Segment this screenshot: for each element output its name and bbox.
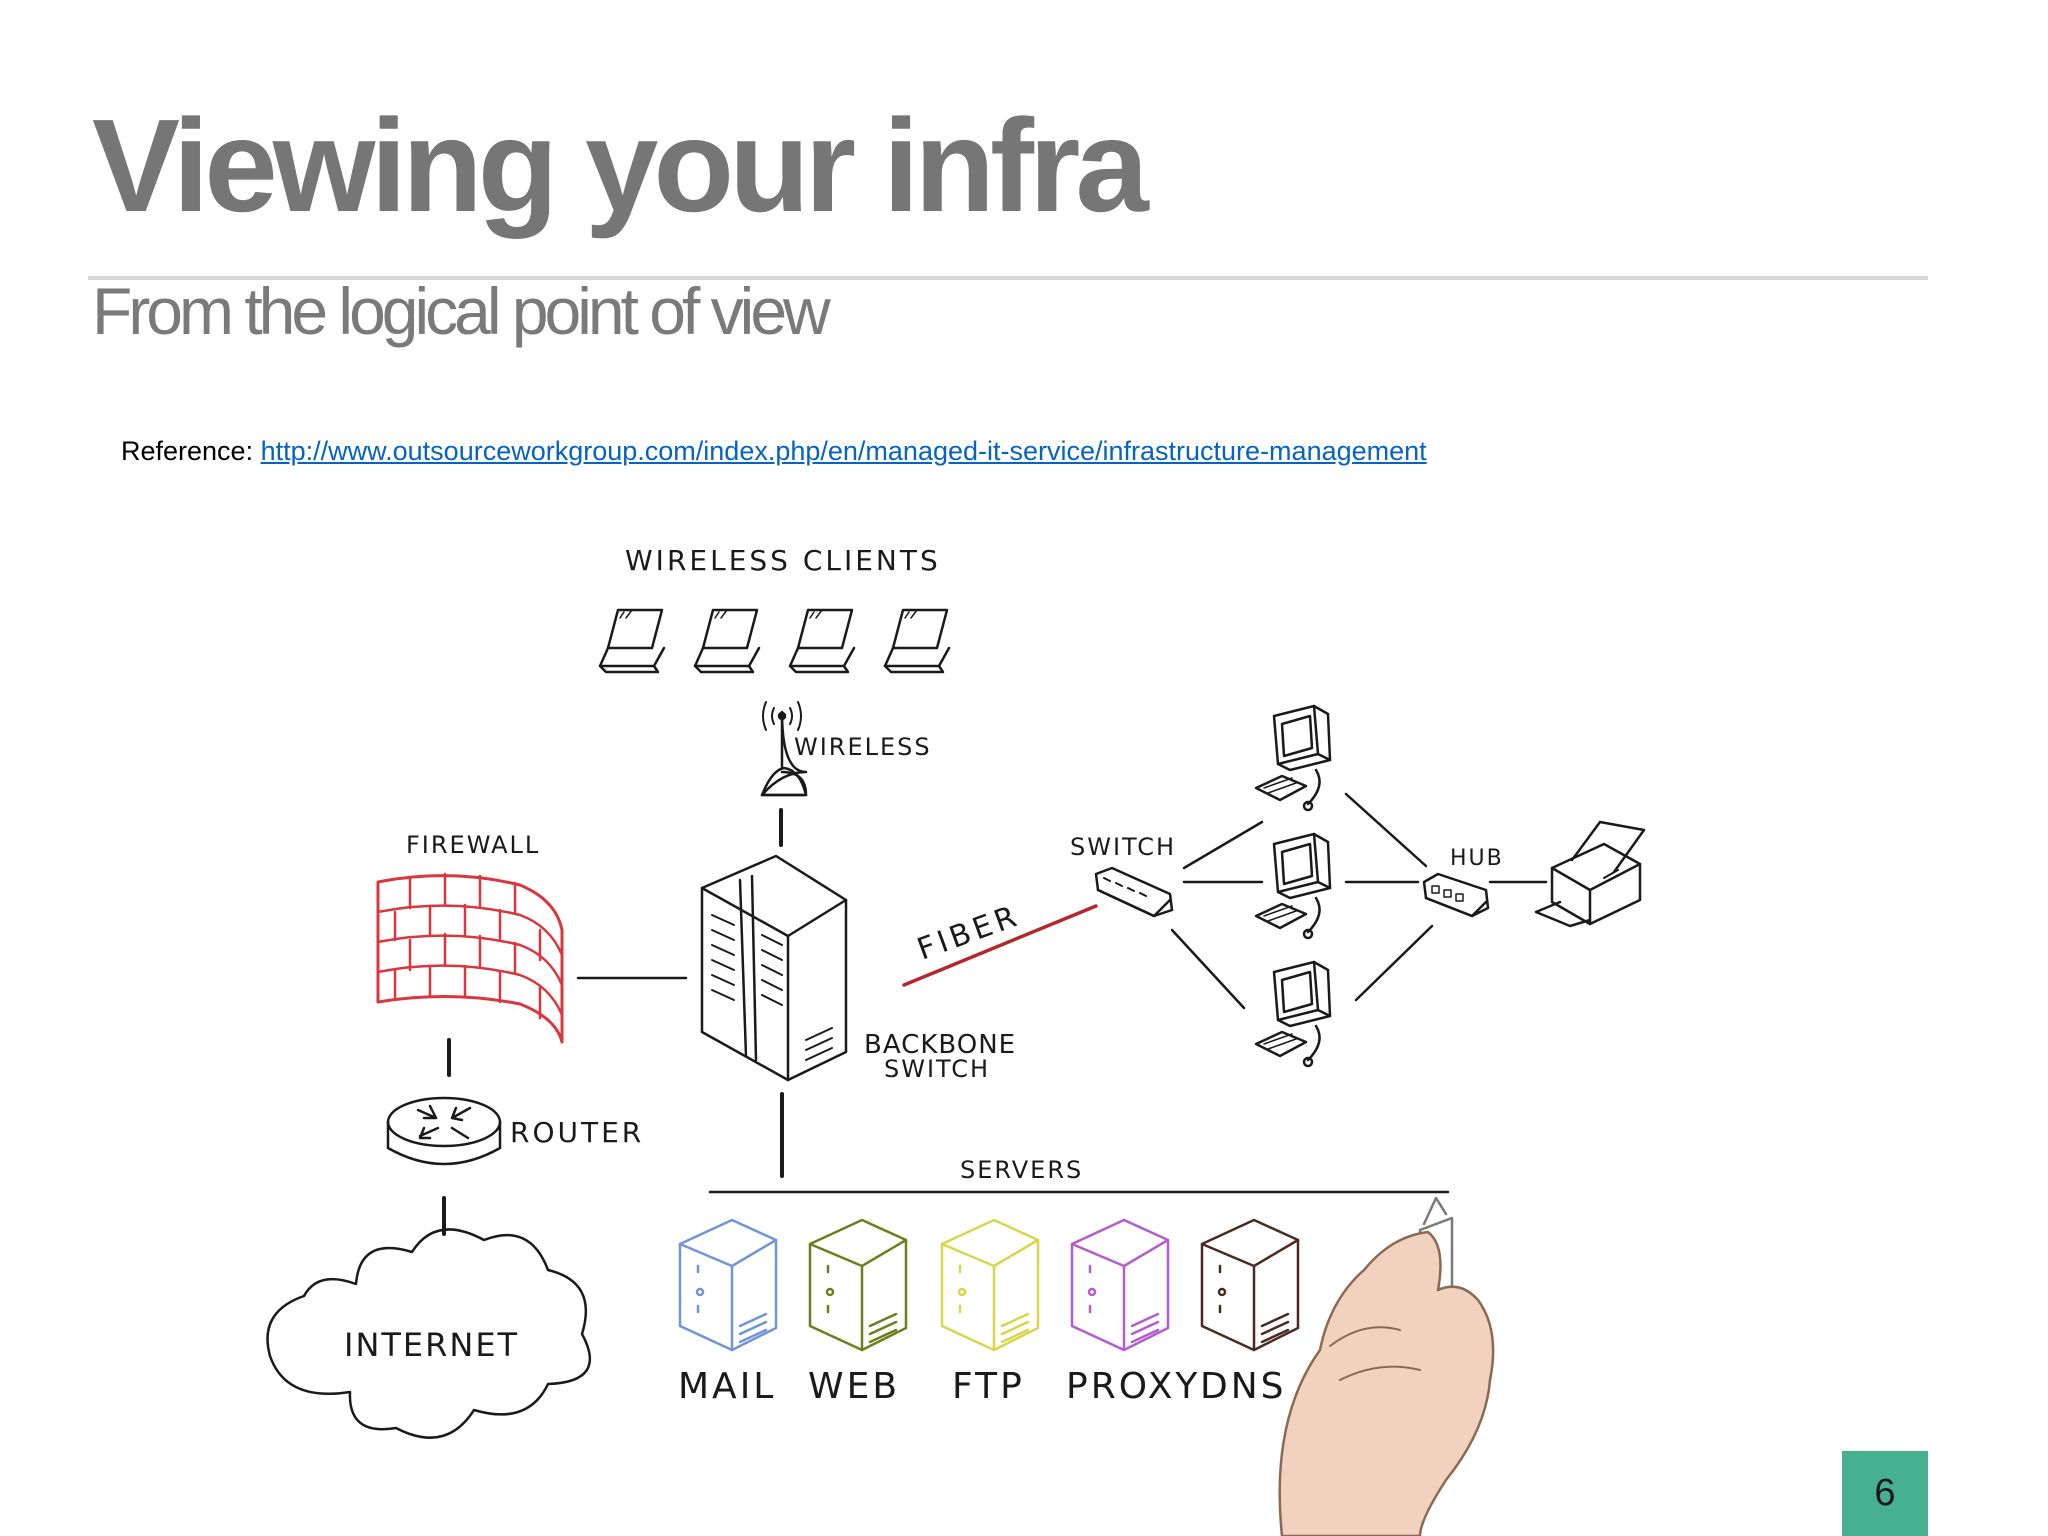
wireless-label: WIRELESS xyxy=(794,733,932,761)
backbone-label-line2: SWITCH xyxy=(884,1055,990,1083)
reference-link[interactable]: http://www.outsourceworkgroup.com/index.… xyxy=(260,436,1427,466)
switch-pc-link xyxy=(1170,928,1246,1010)
pc-hub-link xyxy=(1354,924,1434,1002)
firewall-icon xyxy=(376,872,564,1044)
router-label: ROUTER xyxy=(510,1116,644,1149)
title-divider xyxy=(88,276,1928,280)
firewall-label: FIREWALL xyxy=(406,831,540,859)
hand-icon xyxy=(1278,1196,1495,1536)
reference-line: Reference: http://www.outsourceworkgroup… xyxy=(121,436,1427,467)
laptop-icon xyxy=(598,608,666,674)
server-ftp-icon xyxy=(940,1218,1040,1352)
reference-label: Reference: xyxy=(121,436,254,466)
wireless-clients-label: WIRELESS CLIENTS xyxy=(625,544,941,577)
server-proxy-icon xyxy=(1070,1218,1170,1352)
laptop-icon xyxy=(693,608,761,674)
slide-subtitle: From the logical point of view xyxy=(92,274,831,348)
server-dns-icon xyxy=(1200,1218,1300,1352)
server-mail-icon xyxy=(678,1218,778,1352)
hub-icon xyxy=(1422,872,1490,918)
server-label-web: WEB xyxy=(808,1366,900,1407)
switch-icon xyxy=(1094,866,1174,918)
server-label-ftp: FTP xyxy=(952,1366,1025,1407)
router-icon xyxy=(386,1096,502,1166)
switch-pc-link xyxy=(1182,820,1264,870)
computer-icon xyxy=(1254,704,1332,812)
server-label-mail: MAIL xyxy=(678,1366,776,1407)
server-web-icon xyxy=(808,1218,908,1352)
laptop-icon xyxy=(883,608,951,674)
server-label-dns: DNS xyxy=(1200,1366,1287,1407)
backbone-label-line1: BACKBONE xyxy=(864,1030,1016,1060)
printer-icon xyxy=(1534,820,1646,928)
internet-cloud-icon xyxy=(266,1228,592,1439)
laptop-icons xyxy=(598,608,951,674)
wireless-antenna-icon xyxy=(760,701,808,797)
computer-icons xyxy=(1254,704,1332,1068)
pc-hub-link xyxy=(1344,792,1428,868)
switch-label: SWITCH xyxy=(1070,833,1176,861)
laptop-icon xyxy=(788,608,856,674)
server-label-proxy: PROXY xyxy=(1066,1366,1200,1407)
page-number-badge: 6 xyxy=(1842,1451,1928,1536)
slide-title: Viewing your infra xyxy=(92,92,1149,239)
network-diagram: WIRELESS CLIENTS WIRELESS FIREWALL xyxy=(240,508,1704,1536)
internet-label: INTERNET xyxy=(344,1326,519,1364)
computer-icon xyxy=(1254,832,1332,940)
servers-label: SERVERS xyxy=(960,1156,1083,1184)
backbone-switch-icon xyxy=(700,854,848,1082)
computer-icon xyxy=(1254,960,1332,1068)
hub-label: HUB xyxy=(1450,846,1504,871)
fiber-link xyxy=(902,904,1098,987)
